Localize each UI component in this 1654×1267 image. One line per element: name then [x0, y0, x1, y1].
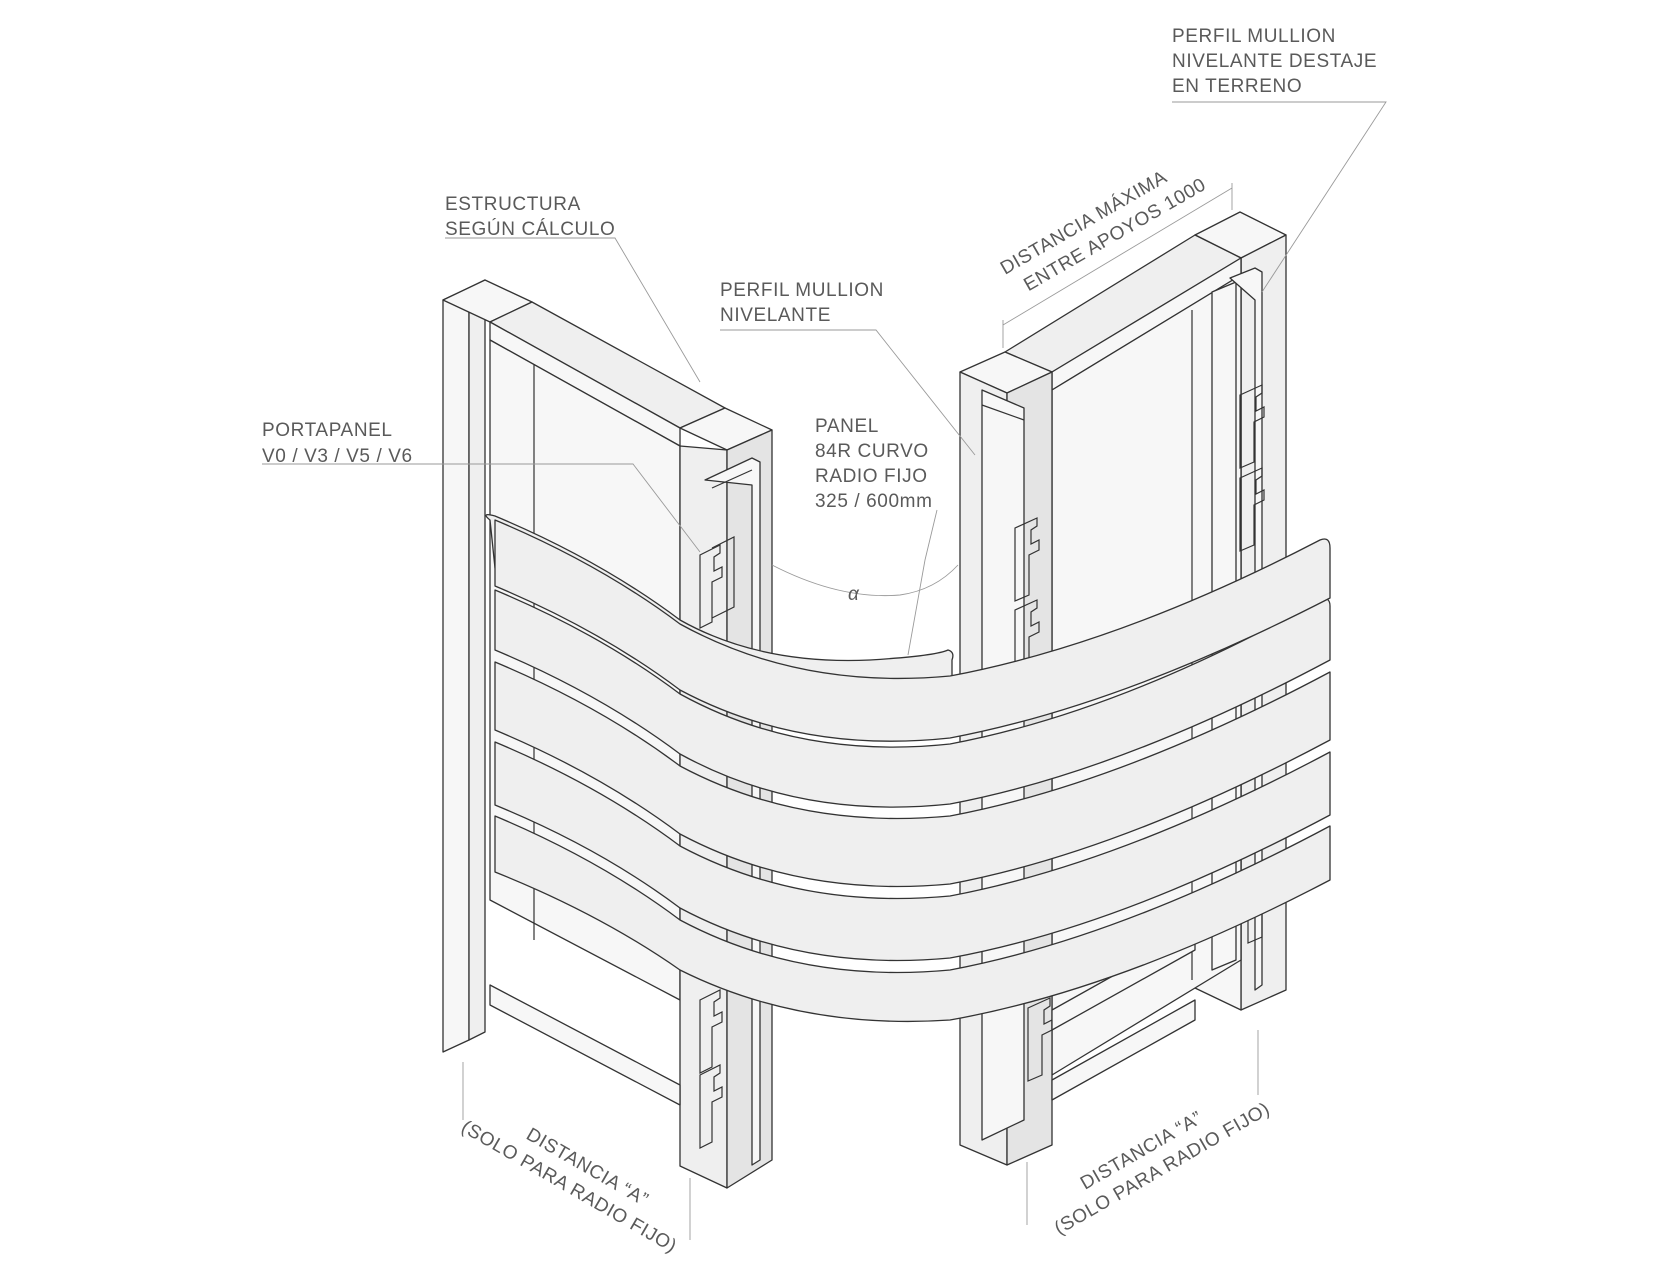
portapanel-clip-upper-left [699, 544, 723, 629]
curved-panel-5 [494, 815, 1331, 1023]
curved-panel-3 [494, 661, 1331, 888]
svg-text:PERFIL MULLION: PERFIL MULLION [720, 280, 884, 301]
label-estructura-segun-calculo: ESTRUCTURA SEGÚN CÁLCULO [445, 194, 615, 240]
svg-text:(SOLO PARA RADIO FIJO): (SOLO PARA RADIO FIJO) [458, 1117, 681, 1258]
curved-panel-top [494, 519, 1331, 742]
portapanel-clip-right-rear-upper [1239, 384, 1265, 469]
svg-text:PORTAPANEL: PORTAPANEL [262, 420, 393, 441]
svg-text:NIVELANTE DESTAJE: NIVELANTE DESTAJE [1172, 51, 1377, 72]
label-perfil-mullion-nivelante-destaje: PERFIL MULLION NIVELANTE DESTAJE EN TERR… [1172, 26, 1377, 97]
label-distancia-a-left: DISTANCIA “A” (SOLO PARA RADIO FIJO) [458, 1117, 681, 1258]
label-perfil-mullion-nivelante: PERFIL MULLION NIVELANTE [720, 280, 884, 326]
curved-panel-2 [494, 589, 1331, 808]
label-distancia-a-right: DISTANCIA “A” (SOLO PARA RADIO FIJO) [1051, 1099, 1274, 1240]
label-portapanel: PORTAPANEL V0 / V3 / V5 / V6 [262, 420, 413, 467]
svg-text:325 / 600mm: 325 / 600mm [815, 491, 933, 512]
svg-text:84R CURVO: 84R CURVO [815, 441, 929, 462]
svg-text:ESTRUCTURA: ESTRUCTURA [445, 194, 581, 215]
svg-text:PANEL: PANEL [815, 416, 879, 437]
left-post-side [442, 287, 470, 1053]
portapanel-clip-lower-left [699, 989, 723, 1074]
left-post-front [468, 279, 486, 1041]
left-bottom-beam [489, 984, 681, 1106]
svg-text:(SOLO PARA RADIO FIJO): (SOLO PARA RADIO FIJO) [1051, 1099, 1274, 1240]
portapanel-clip-right-front-upper [1014, 517, 1040, 602]
curved-panel-stack [485, 514, 1331, 1023]
svg-text:SEGÚN CÁLCULO: SEGÚN CÁLCULO [445, 218, 615, 240]
leader-lines [262, 101, 1387, 1240]
curved-panel-4 [494, 741, 1331, 962]
svg-text:RADIO FIJO: RADIO FIJO [815, 466, 928, 487]
svg-text:EN TERRENO: EN TERRENO [1172, 76, 1302, 97]
angle-arc [771, 564, 959, 597]
svg-text:NIVELANTE: NIVELANTE [720, 305, 831, 326]
left-mullion-profile [704, 457, 761, 1166]
angle-alpha-symbol: α [848, 584, 860, 605]
svg-text:V0 / V3 / V5 / V6: V0 / V3 / V5 / V6 [262, 446, 413, 467]
svg-text:PERFIL MULLION: PERFIL MULLION [1172, 26, 1336, 47]
label-panel-84r: PANEL 84R CURVO RADIO FIJO 325 / 600mm [815, 416, 933, 512]
